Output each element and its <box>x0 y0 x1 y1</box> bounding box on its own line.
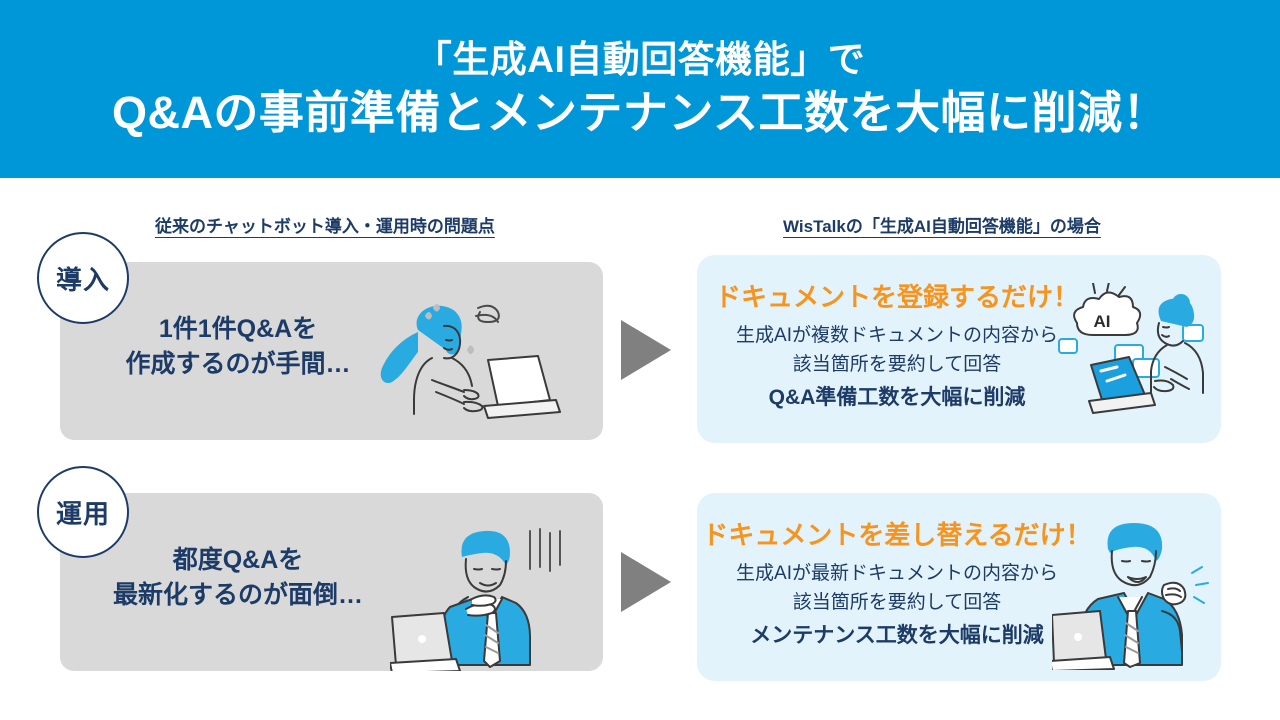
problem-text-row-2-line-2: 最新化するのが面倒… <box>112 580 363 609</box>
problem-text-row-1: 1件1件Q&Aを 作成するのが手間… <box>88 312 388 381</box>
stage-badge-row-1: 導入 <box>37 232 129 324</box>
solution-card-row-2: ドキュメントを差し替えるだけ！ 生成AIが最新ドキュメントの内容から 該当箇所を… <box>697 493 1221 681</box>
problem-text-row-2-line-1: 都度Q&Aを <box>172 546 304 574</box>
solution-body-row-2: 生成AIが最新ドキュメントの内容から 該当箇所を要約して回答 メンテナンス工数を… <box>697 559 1097 652</box>
arrow-row-2 <box>621 552 671 612</box>
man-celebrating-with-laptop-icon <box>1052 523 1209 670</box>
problem-panel-row-2: 都度Q&Aを 最新化するのが面倒… <box>60 493 603 671</box>
solution-body-row-2-line-1: 生成AIが最新ドキュメントの内容から <box>736 563 1058 584</box>
problem-panel-row-1: 1件1件Q&Aを 作成するのが手間… <box>60 262 603 440</box>
solution-card-row-1: ドキュメントを登録するだけ！ 生成AIが複数ドキュメントの内容から 該当箇所を要… <box>697 255 1221 443</box>
header-line-2: Q&Aの事前準備とメンテナンス工数を大幅に削減！ <box>111 87 1169 139</box>
stage-badge-row-2-label: 運用 <box>55 498 110 529</box>
woman-stressed-at-laptop-icon <box>380 304 561 419</box>
solution-body-row-2-line-2: 該当箇所を要約して回答 <box>792 592 1002 614</box>
solution-body-row-1-line-2: 該当箇所を要約して回答 <box>792 354 1002 376</box>
arrow-row-1 <box>621 320 671 380</box>
problem-text-row-1-line-2: 作成するのが手間… <box>125 349 351 378</box>
svg-text:AI: AI <box>1094 312 1111 331</box>
left-column-heading: 従来のチャットボット導入・運用時の問題点 <box>155 217 495 236</box>
solution-body-row-1: 生成AIが複数ドキュメントの内容から 該当箇所を要約して回答 Q&A準備工数を大… <box>697 321 1097 414</box>
slide-header: 「生成AI自動回答機能」で Q&Aの事前準備とメンテナンス工数を大幅に削減！ <box>0 0 1280 178</box>
solution-headline-row-2: ドキュメントを差し替えるだけ！ <box>702 520 1092 550</box>
solution-body-row-2-line-3: メンテナンス工数を大幅に削減 <box>750 623 1044 647</box>
right-column-heading: WisTalkの「生成AI自動回答機能」の場合 <box>783 217 1101 236</box>
problem-text-row-1-line-1: 1件1件Q&Aを <box>158 315 318 343</box>
stage-badge-row-2: 運用 <box>37 466 129 558</box>
stage-badge-row-1-label: 導入 <box>55 264 110 295</box>
header-line-1: 「生成AI自動回答機能」で <box>414 38 866 80</box>
problem-text-row-2: 都度Q&Aを 最新化するのが面倒… <box>88 543 388 612</box>
solution-body-row-1-line-1: 生成AIが複数ドキュメントの内容から <box>736 325 1058 346</box>
woman-with-ai-bubble-laptop-icon: AI <box>1058 283 1204 414</box>
solution-headline-row-1: ドキュメントを登録するだけ！ <box>714 282 1079 312</box>
man-troubled-at-laptop-icon <box>390 528 561 671</box>
solution-body-row-1-line-3: Q&A準備工数を大幅に削減 <box>768 385 1026 409</box>
